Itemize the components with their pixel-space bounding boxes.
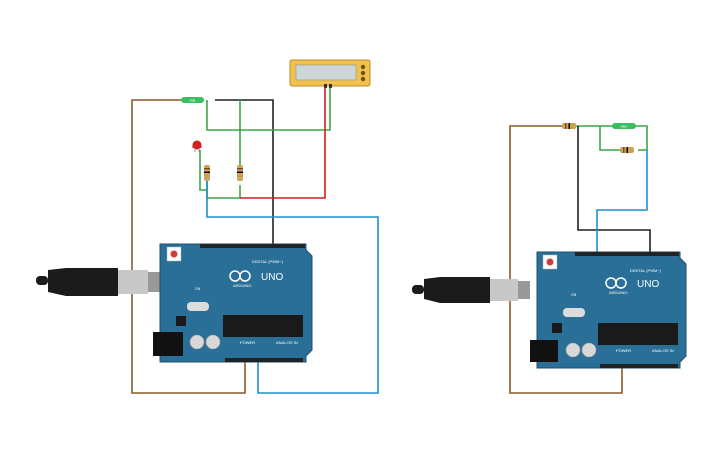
- arduino-logo-icon: [605, 277, 627, 289]
- on-label: ON: [195, 287, 201, 291]
- reset-button-icon[interactable]: [546, 258, 554, 266]
- resistor-4[interactable]: [620, 147, 634, 153]
- resistor-2[interactable]: [237, 165, 243, 181]
- wire-green-d[interactable]: [206, 180, 241, 199]
- arduino-board-left[interactable]: DIGITAL (PWM~) UNO ARDUINO POWER ANALOG …: [153, 243, 313, 363]
- wire-green-b[interactable]: [599, 126, 620, 151]
- wire-green-a[interactable]: [206, 86, 331, 131]
- display-knob-icon[interactable]: [360, 64, 366, 70]
- pir-sensor[interactable]: PIR: [612, 123, 636, 129]
- lcd-display[interactable]: [289, 59, 371, 88]
- wire-green-c[interactable]: [199, 150, 207, 191]
- usb-cable-left[interactable]: [36, 268, 160, 296]
- reset-button-icon[interactable]: [170, 250, 178, 258]
- pir-sensor[interactable]: PIR: [181, 97, 204, 103]
- arduino-board-right[interactable]: DIGITAL (PWM~) UNO ARDUINO POWER ANALOG …: [530, 251, 687, 369]
- wire-green-a[interactable]: [573, 125, 648, 151]
- digital-label: DIGITAL (PWM~): [252, 259, 284, 264]
- board-model: UNO: [637, 279, 659, 290]
- wire-brown[interactable]: [131, 99, 246, 394]
- arduino-logo-icon: [229, 270, 251, 282]
- wire-blue[interactable]: [596, 150, 648, 252]
- on-label: ON: [571, 293, 577, 297]
- wire-brown[interactable]: [509, 125, 623, 394]
- resistor-1[interactable]: [204, 165, 210, 181]
- display-knob-icon[interactable]: [360, 76, 366, 82]
- right-circuit[interactable]: PIR DIGITAL (PWM~) UNO ARDUINO: [412, 123, 687, 394]
- left-circuit[interactable]: PIR: [36, 59, 379, 394]
- usb-cable-right[interactable]: [412, 277, 530, 303]
- sensor-label: PIR: [190, 99, 196, 103]
- wire-black[interactable]: [577, 126, 651, 252]
- wire-red[interactable]: [240, 86, 326, 199]
- board-brand: ARDUINO: [233, 283, 251, 288]
- led-icon[interactable]: [192, 140, 202, 153]
- board-brand: ARDUINO: [609, 290, 627, 295]
- left-wires[interactable]: [131, 86, 379, 394]
- analog-label: ANALOG IN: [276, 340, 298, 345]
- wire-black[interactable]: [215, 99, 274, 248]
- right-wires[interactable]: [509, 125, 651, 394]
- board-model: UNO: [261, 272, 283, 283]
- wire-blue[interactable]: [206, 180, 379, 394]
- digital-label: DIGITAL (PWM~): [630, 268, 662, 273]
- sensor-label: PIR: [621, 125, 627, 129]
- display-knob-icon[interactable]: [360, 70, 366, 76]
- power-label: POWER: [616, 348, 631, 353]
- resistor-3[interactable]: [562, 123, 576, 129]
- analog-label: ANALOG IN: [652, 348, 674, 353]
- power-label: POWER: [240, 340, 255, 345]
